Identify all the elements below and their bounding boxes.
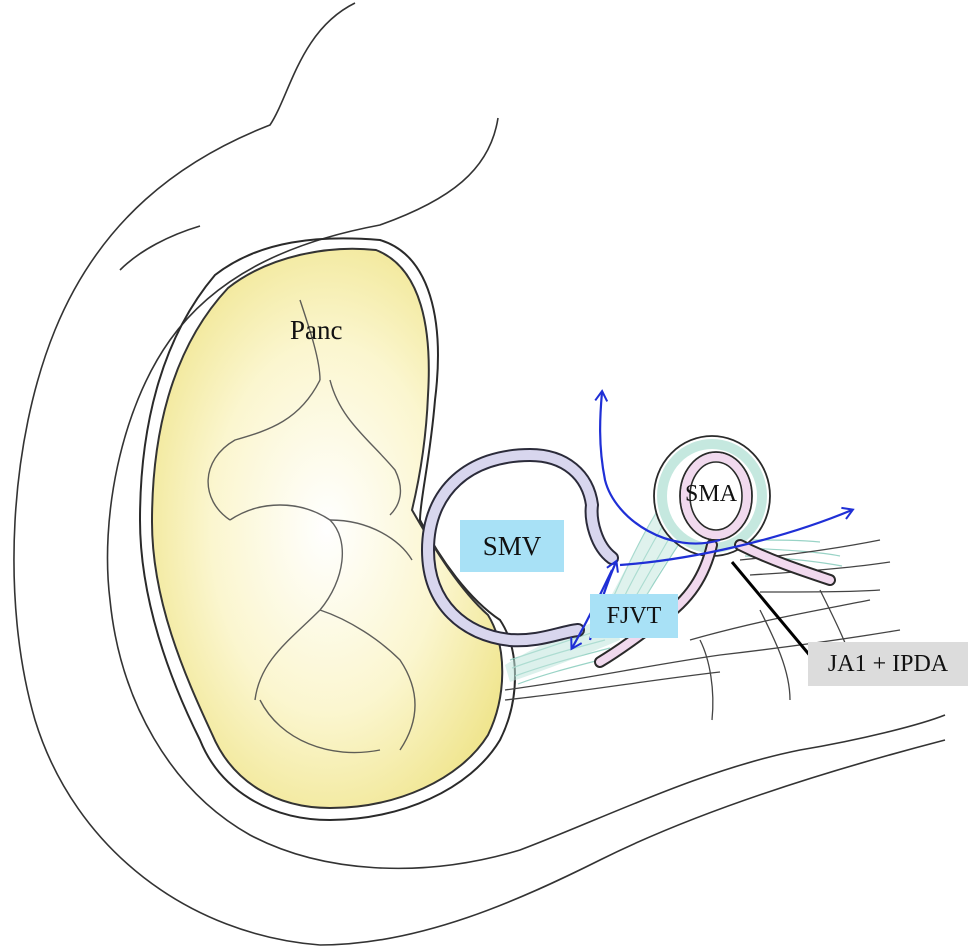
sma-label: SMA (685, 481, 738, 507)
smv-label: SMV (460, 520, 564, 572)
arrow-up-left (594, 389, 721, 545)
fjvt-label: FJVT (590, 594, 678, 638)
ja1-ipda-label: JA1 + IPDA (808, 642, 968, 686)
pancreas (150, 247, 504, 810)
smv-vessel (420, 447, 619, 648)
ja1-ipda-leader (730, 561, 814, 659)
panc-label: Panc (290, 315, 343, 345)
pancreas-capsule (138, 237, 516, 822)
arrow-right (619, 506, 855, 567)
